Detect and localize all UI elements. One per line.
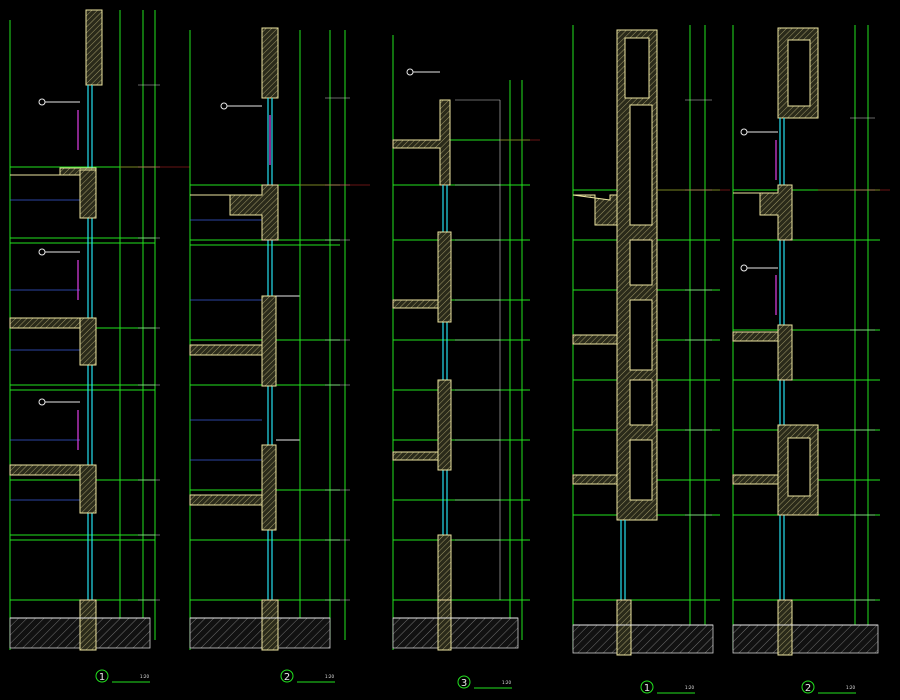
section-3-wall-detail: 3 1:20 [392,35,540,689]
section-1-scale: 1:20 [140,674,149,679]
section-2-number: 2 [284,672,290,683]
section-3-scale: 1:20 [502,680,511,685]
section-5-number: 2 [805,683,811,694]
section-1-number: 1 [99,672,105,683]
section-4-scale: 1:20 [685,685,694,690]
section-5-wall-detail: 2 1:20 [732,25,890,694]
section-2-wall-detail: 2 1:20 [189,27,370,683]
section-2-scale: 1:20 [325,674,334,679]
section-4-number: 1 [644,683,650,694]
section-4-wall-detail: 1 1:20 [572,25,730,694]
section-1-wall-detail: 1 1:20 [9,9,190,683]
section-3-number: 3 [461,678,467,689]
section-5-scale: 1:20 [846,685,855,690]
